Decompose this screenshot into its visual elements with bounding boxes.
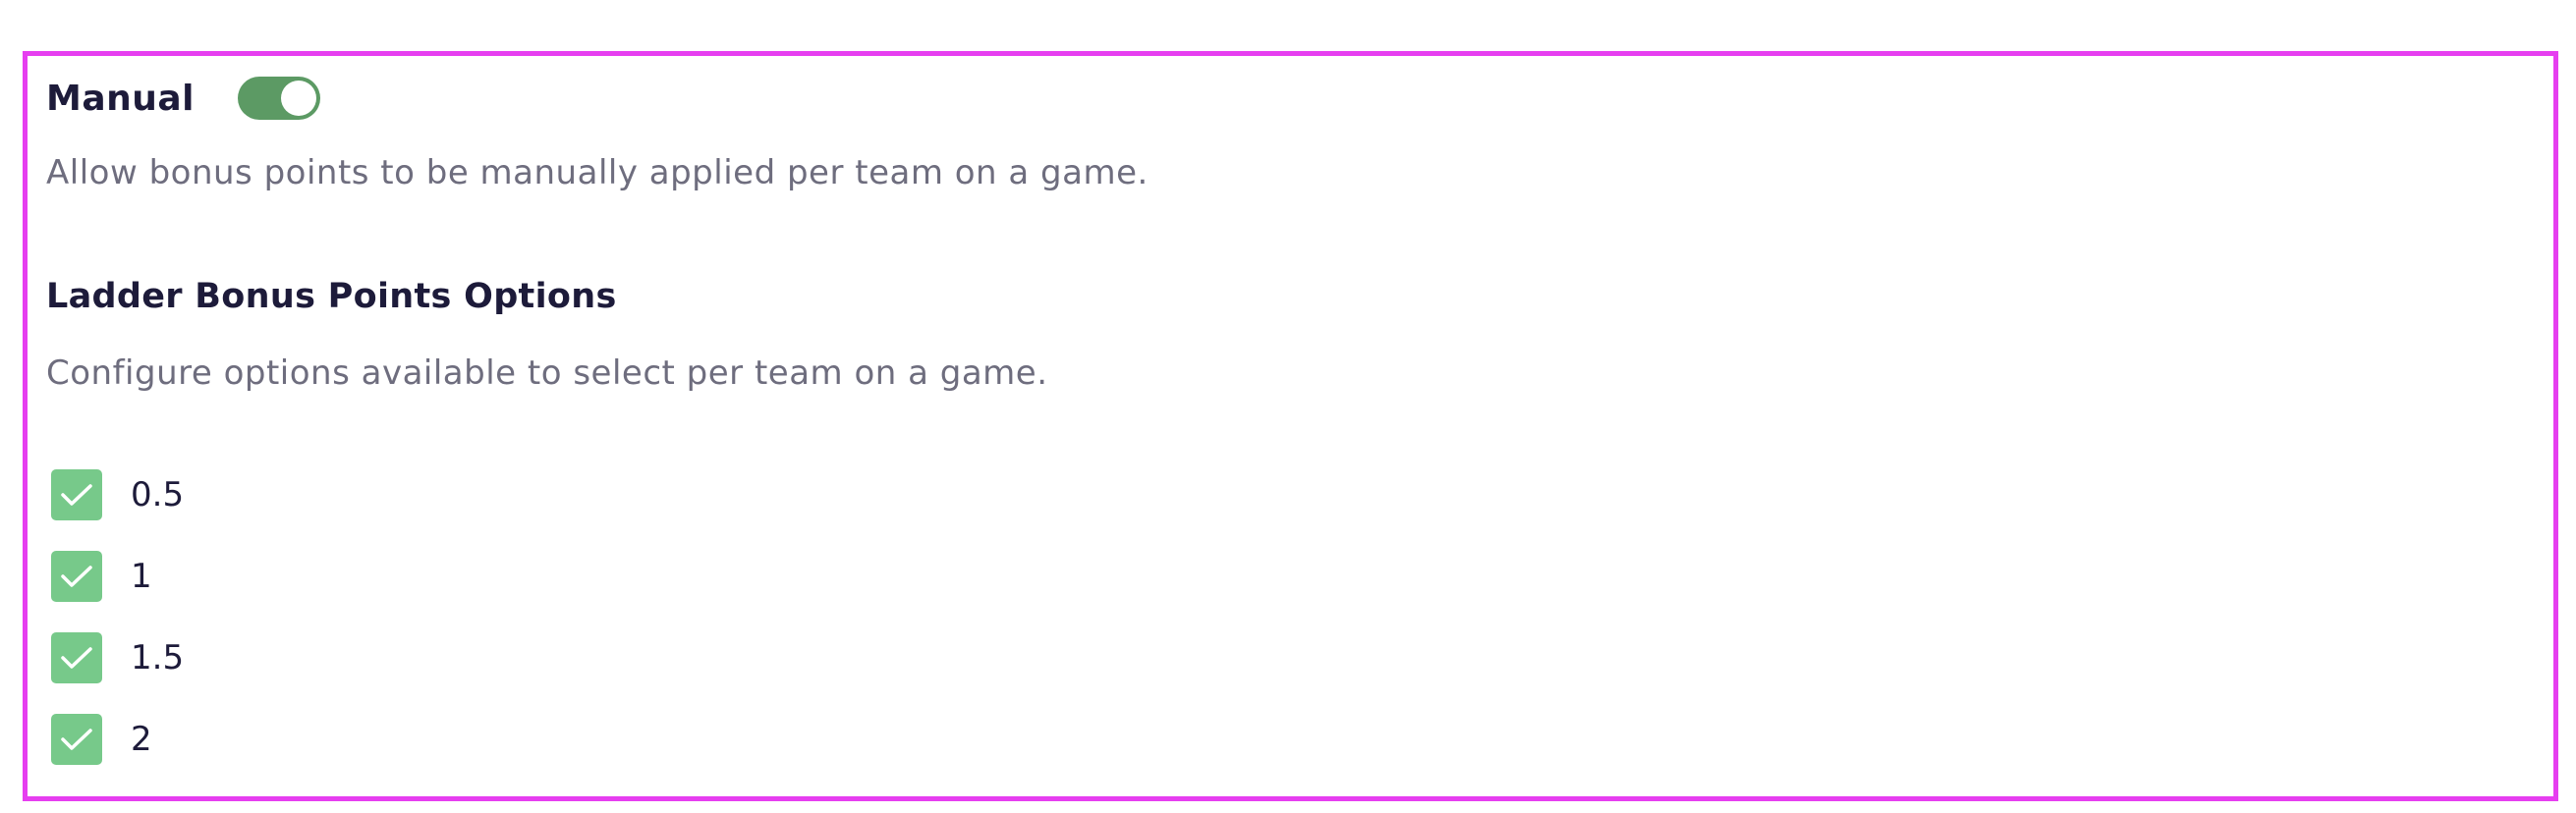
bonus-option-1[interactable]: 1 bbox=[51, 551, 184, 602]
bonus-option-1-5[interactable]: 1.5 bbox=[51, 632, 184, 683]
ladder-options-description: Configure options available to select pe… bbox=[46, 353, 1048, 393]
toggle-knob bbox=[281, 81, 317, 116]
ladder-options-title: Ladder Bonus Points Options bbox=[46, 277, 617, 316]
manual-toggle[interactable] bbox=[238, 77, 321, 120]
check-icon bbox=[61, 566, 92, 587]
bonus-options-list: 0.5 1 1.5 2 bbox=[51, 469, 184, 765]
bonus-option-label: 2 bbox=[131, 720, 152, 759]
bonus-option-label: 0.5 bbox=[131, 475, 185, 515]
manual-label: Manual bbox=[46, 78, 196, 119]
manual-setting-row: Manual bbox=[46, 71, 321, 126]
checkbox-checked[interactable] bbox=[51, 632, 102, 683]
bonus-option-2[interactable]: 2 bbox=[51, 714, 184, 765]
bonus-option-0-5[interactable]: 0.5 bbox=[51, 469, 184, 520]
selection-highlight-frame bbox=[23, 51, 2558, 801]
bonus-option-label: 1 bbox=[131, 557, 152, 596]
check-icon bbox=[61, 729, 92, 750]
checkbox-checked[interactable] bbox=[51, 714, 102, 765]
checkbox-checked[interactable] bbox=[51, 551, 102, 602]
check-icon bbox=[61, 647, 92, 669]
manual-description: Allow bonus points to be manually applie… bbox=[46, 153, 1148, 192]
check-icon bbox=[61, 484, 92, 506]
checkbox-checked[interactable] bbox=[51, 469, 102, 520]
bonus-option-label: 1.5 bbox=[131, 638, 185, 678]
